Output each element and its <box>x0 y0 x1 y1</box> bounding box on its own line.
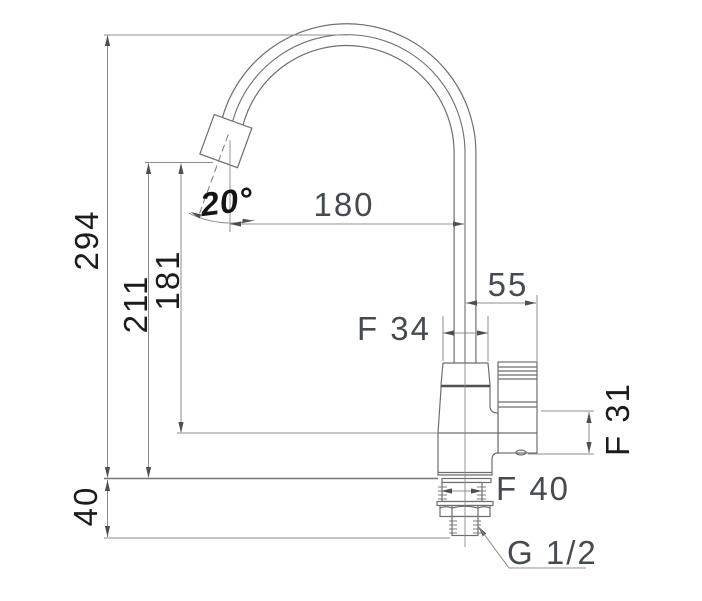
base-washer <box>441 477 492 484</box>
dim-label-211: 211 <box>117 275 154 334</box>
angle-label-20: 20° <box>197 180 255 223</box>
dim-label-181: 181 <box>149 249 186 310</box>
thread-label-g12: G 1/2 <box>507 534 598 571</box>
handle-cylinder <box>497 361 538 456</box>
g-half-leader-line <box>477 525 586 569</box>
spout-axis-dashed-line <box>199 134 229 214</box>
dim-label-f34: F 34 <box>357 310 431 347</box>
dim-label-f31: F 31 <box>599 382 636 456</box>
spout-tube <box>220 23 477 365</box>
handle-indicator-dot <box>515 449 527 456</box>
dim-label-f40: F 40 <box>496 470 570 507</box>
dim-label-180: 180 <box>313 186 374 223</box>
dimension-layer: 294 211 181 40 F 31 20° 180 55 F 34 F 40… <box>67 34 636 571</box>
aerator <box>199 113 253 214</box>
dim-label-55: 55 <box>488 266 529 303</box>
dim-label-294: 294 <box>68 209 105 270</box>
dim-label-40: 40 <box>67 486 104 527</box>
